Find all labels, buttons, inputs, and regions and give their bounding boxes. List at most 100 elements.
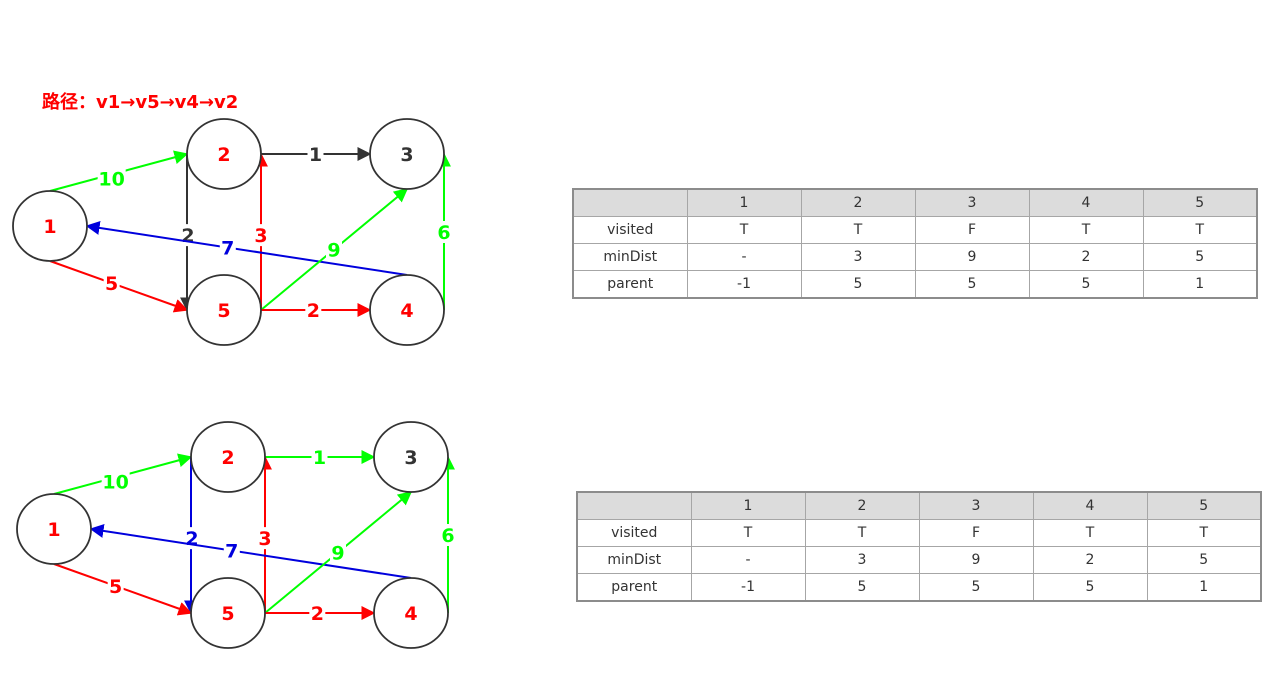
header-cell: 1 [690,491,806,520]
edge-weight-4-to-3: 6 [441,525,454,547]
table-cell: 1 [1146,573,1262,602]
node-label-3: 3 [404,447,417,469]
node-1 [16,493,92,565]
header-cell: 5 [1142,188,1258,217]
node-label-2: 2 [217,144,230,166]
state-table-bottom: 1 2 3 4 5 visited T T F T T minDist - 3 … [576,491,1262,602]
header-cell: 4 [1028,188,1144,217]
header-cell: 5 [1146,491,1262,520]
table-cell: -1 [690,573,806,602]
table-cell: F [914,216,1030,244]
edge-weight-2-to-3: 1 [313,447,326,469]
table-cell: 5 [1142,243,1258,271]
table-cell: T [804,519,920,547]
table-cell: 5 [1032,573,1148,602]
node-3 [369,118,445,190]
node-label-4: 4 [404,603,417,625]
edge-label-bg [219,236,236,259]
header-cell: 2 [800,188,916,217]
edge-label-bg [326,238,342,261]
table-cell: 2 [1032,546,1148,574]
node-4 [373,577,449,649]
node-2 [186,118,262,190]
edge-label-bg [223,539,240,562]
header-cell: 1 [686,188,802,217]
node-3 [373,421,449,493]
edge-label-bg [305,299,322,321]
table-cell: 5 [1146,546,1262,574]
row-label: minDist [572,243,688,271]
header-cell [576,491,692,520]
table-row-mindist: minDist - 3 9 2 5 [572,243,1258,271]
table-cell: 3 [804,546,920,574]
table-header-row: 1 2 3 4 5 [576,491,1262,520]
edge-weight-1-to-2: 10 [98,168,124,190]
table-cell: - [686,243,802,271]
table-cell: 5 [1028,270,1144,299]
edge-label-bg [440,524,456,546]
edge-label-bg [307,143,324,165]
table-cell: T [1142,216,1258,244]
node-label-1: 1 [47,519,60,541]
edge-label-bg [330,541,346,564]
table-cell: 5 [800,270,916,299]
edge-label-bg [257,527,273,550]
edge-weight-1-to-5: 5 [109,576,122,598]
table-cell: 1 [1142,270,1258,299]
edge-label-bg [101,470,130,493]
edge-weight-5-to-3: 9 [327,240,340,262]
edge-4-to-1 [89,523,412,579]
table-cell: 5 [918,573,1034,602]
edge-label-bg [311,446,328,468]
table-cell: T [1028,216,1144,244]
node-2 [190,421,266,493]
table-cell: 5 [914,270,1030,299]
table-cell: 9 [918,546,1034,574]
table-cell: 5 [804,573,920,602]
edge-weight-5-to-4: 2 [311,603,324,625]
header-cell: 4 [1032,491,1148,520]
table-cell: 2 [1028,243,1144,271]
header-cell: 2 [804,491,920,520]
node-4 [369,274,445,346]
table-row-parent: parent -1 5 5 5 1 [576,573,1262,602]
table-cell: F [918,519,1034,547]
edge-weight-1-to-2: 10 [102,471,128,493]
table-cell: 9 [914,243,1030,271]
row-label: visited [576,519,692,547]
edge-weight-2-to-3: 1 [309,144,322,166]
row-label: parent [572,270,688,299]
edge-weight-4-to-3: 6 [437,222,450,244]
node-1 [12,190,88,262]
node-label-5: 5 [217,300,230,322]
table-cell: -1 [686,270,802,299]
edge-weight-4-to-1: 7 [225,541,238,563]
row-label: parent [576,573,692,602]
edge-4-to-1 [85,220,408,276]
edge-weight-5-to-4: 2 [307,300,320,322]
state-table-top: 1 2 3 4 5 visited T T F T T minDist - 3 … [572,188,1258,299]
edge-label-bg [97,167,126,190]
node-label-1: 1 [43,216,56,238]
header-cell: 3 [914,188,1030,217]
table-row-mindist: minDist - 3 9 2 5 [576,546,1262,574]
node-label-2: 2 [221,447,234,469]
table-row-parent: parent -1 5 5 5 1 [572,270,1258,299]
edge-weight-2-to-5: 2 [185,528,198,550]
edge-label-bg [107,575,124,598]
edge-weight-1-to-5: 5 [105,273,118,295]
table-cell: T [690,519,806,547]
node-5 [186,274,262,346]
node-5 [190,577,266,649]
table-row-visited: visited T T F T T [576,519,1262,547]
edge-label-bg [253,224,269,247]
header-cell [572,188,688,217]
edge-weight-5-to-2: 3 [258,528,271,550]
node-label-4: 4 [400,300,413,322]
node-label-3: 3 [400,144,413,166]
table-header-row: 1 2 3 4 5 [572,188,1258,217]
row-label: visited [572,216,688,244]
